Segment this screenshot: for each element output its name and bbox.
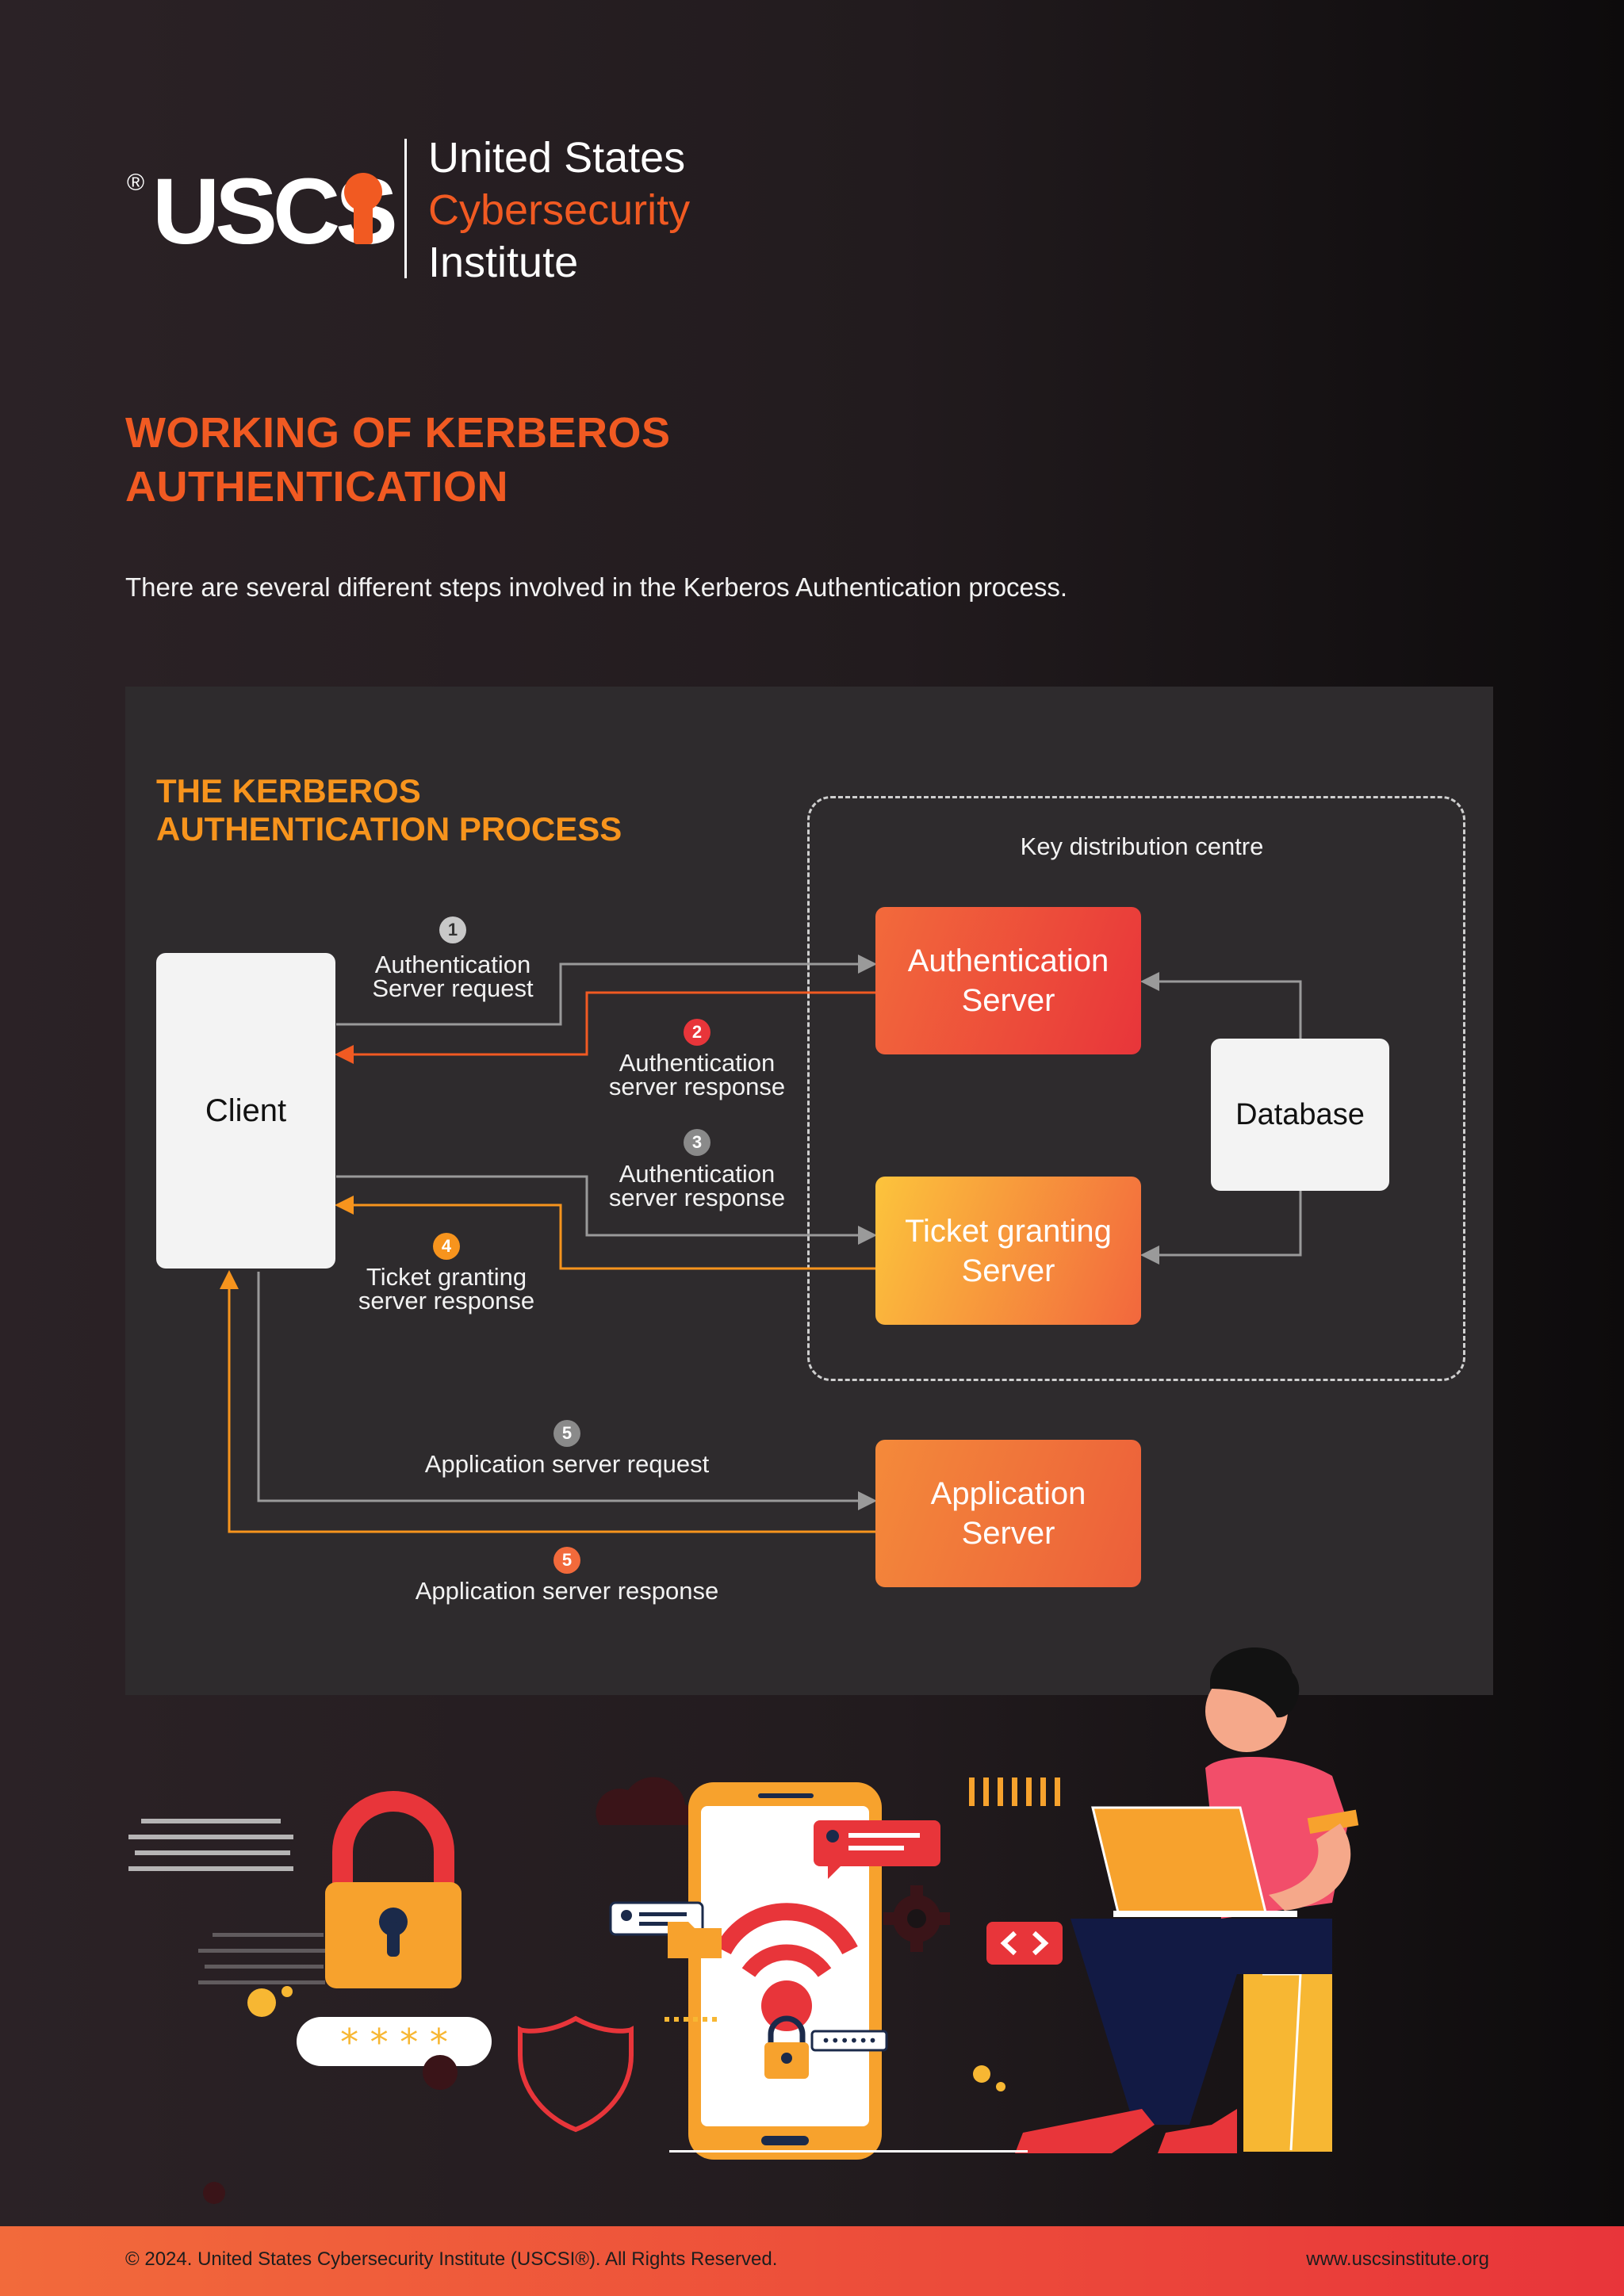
arrow-step-3: [336, 1175, 877, 1245]
step-badge-4: 4: [433, 1233, 460, 1260]
arrow-step-5-request: [257, 1272, 877, 1510]
diagram-title-line-1: THE KERBEROS: [156, 772, 421, 809]
dotted-line-decoration: [665, 2017, 717, 2022]
logo-divider: [404, 139, 407, 278]
footer-copyright: © 2024. United States Cybersecurity Inst…: [125, 2248, 778, 2270]
registered-mark: ®: [127, 170, 145, 196]
arrow-step-5-response: [220, 1270, 875, 1533]
ticket-granting-server-node: Ticket granting Server: [875, 1177, 1141, 1325]
ground-line: [669, 2150, 1028, 2152]
org-name-line-1: United States: [428, 134, 686, 182]
arrow-db-to-as: [1140, 972, 1302, 1039]
diagram-title-line-2: AUTHENTICATION PROCESS: [156, 810, 622, 848]
application-server-node: Application Server: [875, 1440, 1141, 1587]
step-badge-1: 1: [439, 916, 466, 943]
step-badge-2: 2: [684, 1019, 710, 1046]
pin-mask: ••••••: [822, 2031, 878, 2050]
step-label-5b: Application server response: [415, 1577, 719, 1605]
keyhole-logo-icon: [344, 173, 382, 244]
step-badge-5b: 5: [553, 1547, 580, 1574]
kdc-label: Key distribution centre: [1020, 832, 1264, 860]
padlock-icon: [325, 1791, 462, 1988]
arrow-db-to-tgs: [1140, 1191, 1302, 1265]
person-with-laptop-illustration: [1015, 1647, 1359, 2153]
key-distribution-centre-box: [807, 796, 1465, 1381]
pin-field-graphic: [810, 2030, 888, 2052]
bars-decoration: [969, 1777, 1060, 1806]
password-field-graphic: [297, 2017, 492, 2066]
binary-code-decoration: [128, 1819, 325, 1984]
page-title-line-2: AUTHENTICATION: [125, 463, 508, 511]
step-label-1: Authentication Server request: [372, 951, 534, 1002]
chat-bubble-icon: [814, 1820, 940, 1879]
cloud-icon: [596, 1777, 699, 1825]
diagram-title: THE KERBEROS AUTHENTICATION PROCESS: [156, 772, 622, 848]
arrow-step-2: [335, 991, 875, 1064]
step-label-3: Authentication server response: [608, 1160, 786, 1211]
folder-icon: [668, 1922, 722, 1958]
step-label-5a: Application server request: [424, 1450, 710, 1478]
arrow-step-1: [336, 955, 877, 1026]
step-label-2: Authentication server response: [608, 1049, 786, 1100]
authentication-server-node: Authentication Server: [875, 907, 1141, 1054]
client-node: Client: [156, 953, 335, 1269]
arrow-step-4: [335, 1196, 875, 1270]
password-mask: * * * *: [340, 2021, 448, 2064]
footer-bar: [0, 2226, 1624, 2296]
code-tag-icon: [986, 1922, 1063, 1965]
step-badge-3: 3: [684, 1129, 710, 1156]
step-label-4: Ticket granting server response: [358, 1263, 535, 1314]
database-node: Database: [1211, 1039, 1389, 1191]
intro-text: There are several different steps involv…: [125, 572, 1068, 602]
org-name-line-3: Institute: [428, 239, 579, 286]
page-title: WORKING OF KERBEROS AUTHENTICATION: [125, 406, 671, 514]
shield-icon: [518, 2015, 634, 2133]
page-title-line-1: WORKING OF KERBEROS: [125, 409, 671, 457]
org-name-line-2: Cybersecurity: [428, 186, 691, 234]
step-badge-5a: 5: [553, 1420, 580, 1447]
footer-website-link[interactable]: www.uscsinstitute.org: [1306, 2248, 1489, 2270]
